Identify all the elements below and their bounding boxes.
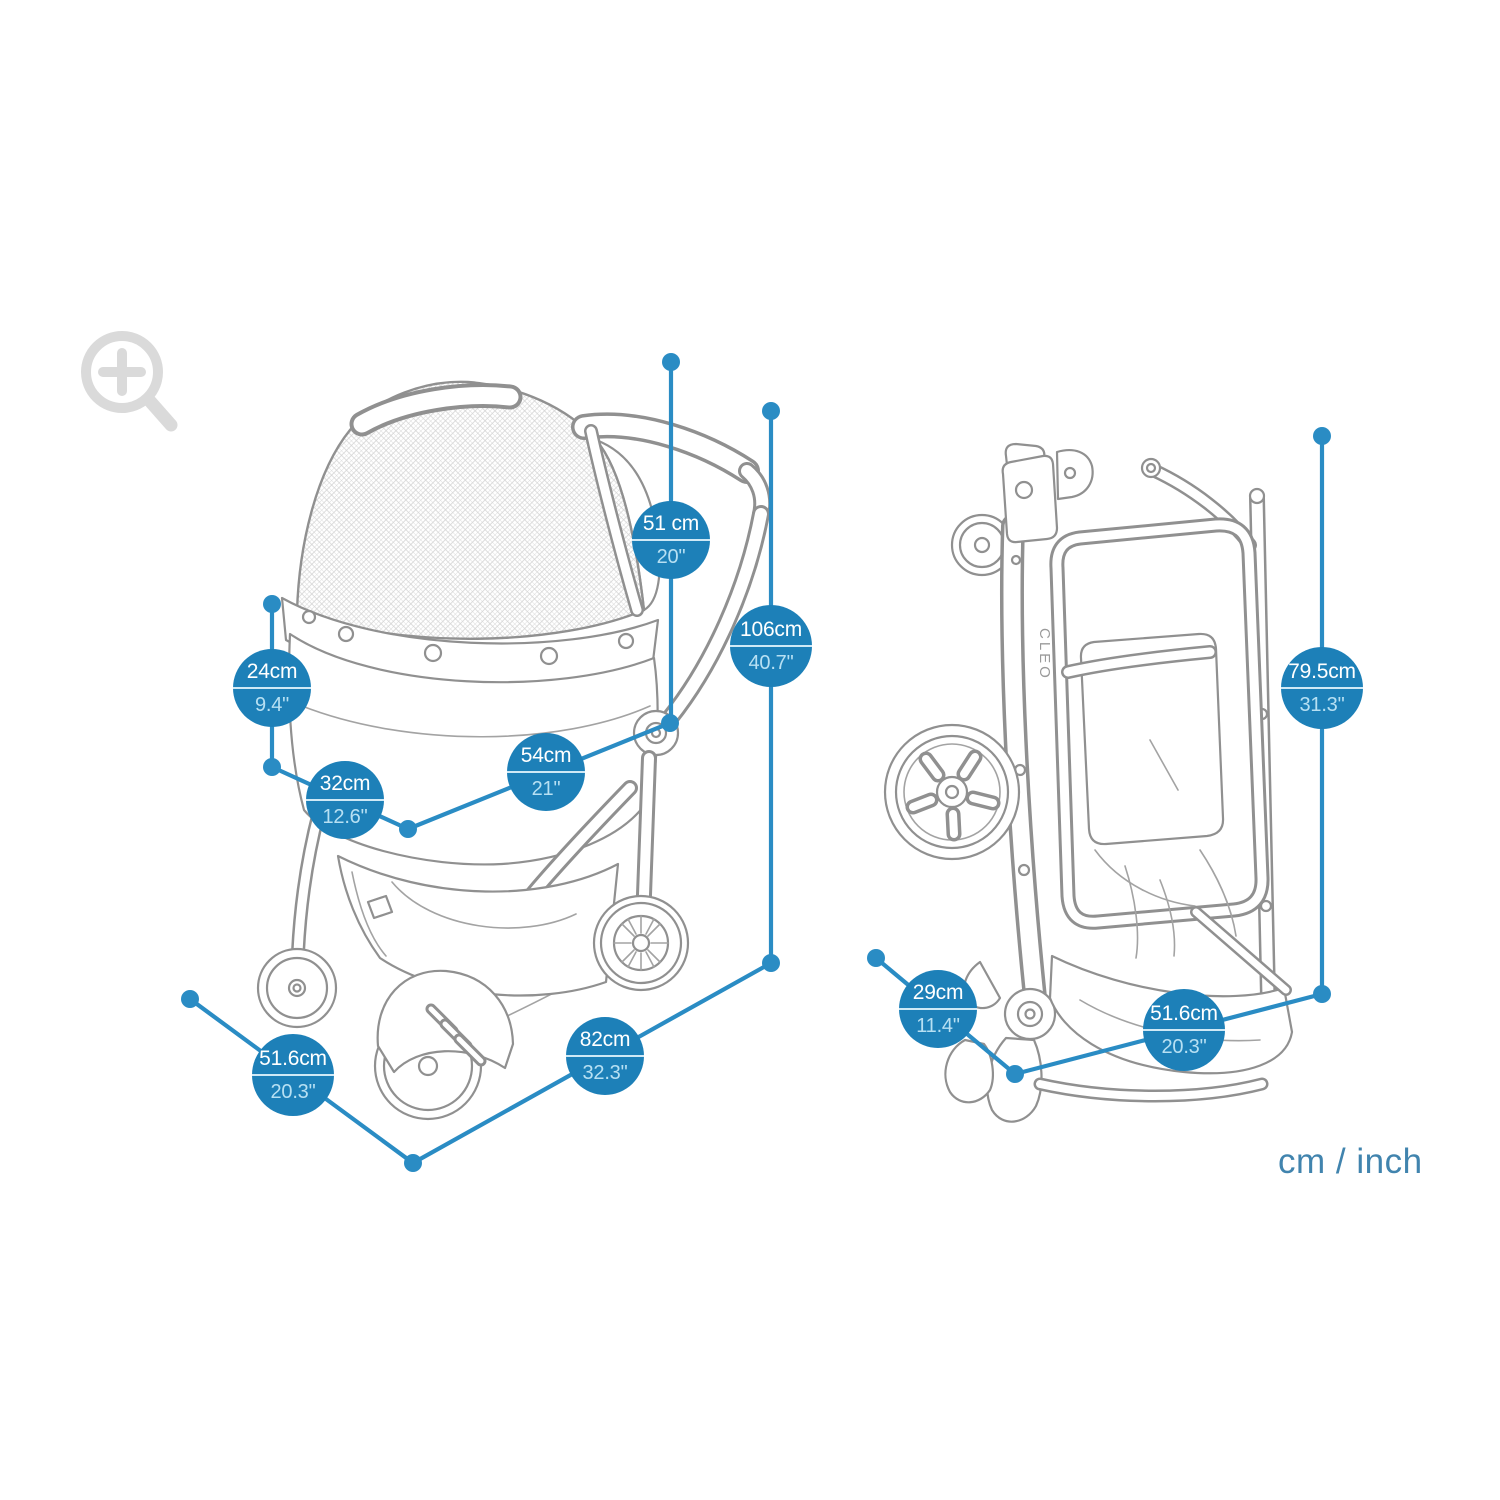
dimension-badge-carrycot-height: 51 cm 20" (632, 501, 710, 579)
badge-cm-value: 51.6cm (259, 1047, 327, 1070)
badge-cm-value: 32cm (319, 772, 371, 795)
badge-inch-value: 32.3" (582, 1062, 628, 1084)
badge-inch-value: 11.4" (916, 1015, 960, 1037)
unit-legend: cm / inch (1278, 1142, 1423, 1181)
badge-cm-value: 51.6cm (1150, 1002, 1218, 1025)
badge-cm-value: 24cm (246, 660, 298, 683)
dimension-badge-base-width: 51.6cm 20.3" (252, 1034, 334, 1116)
badge-cm-value: 79.5cm (1288, 660, 1356, 683)
dimension-badge-carrycot-width: 32cm 12.6" (306, 761, 384, 839)
badge-cm-value: 82cm (579, 1028, 631, 1051)
badge-inch-value: 9.4" (254, 694, 290, 716)
badge-cm-value: 51 cm (642, 512, 700, 535)
badge-divider (566, 1054, 644, 1058)
badge-inch-value: 21" (531, 778, 561, 800)
dimension-badge-folded-height: 79.5cm 31.3" (1281, 647, 1363, 729)
dimension-badge-folded-depth: 29cm 11.4" (899, 970, 977, 1048)
badge-inch-value: 31.3" (1299, 694, 1345, 716)
badge-divider (252, 1073, 334, 1077)
fender-slots (425, 1003, 487, 1067)
badge-divider (507, 770, 585, 774)
badge-divider (233, 686, 311, 690)
brand-text: CLEO (1036, 628, 1053, 681)
badge-inch-value: 20.3" (1161, 1036, 1207, 1058)
measurement-dots (181, 353, 1331, 1172)
badge-cm-value: 29cm (912, 981, 964, 1004)
badge-inch-value: 40.7" (748, 652, 794, 674)
zoom-in-icon[interactable] (81, 331, 178, 432)
dimension-badge-overall-height: 106cm 40.7" (730, 605, 812, 687)
badge-inch-value: 20" (656, 546, 686, 568)
right-wheel-spokes (613, 915, 669, 971)
dimension-badge-folded-width: 51.6cm 20.3" (1143, 989, 1225, 1071)
badge-divider (730, 644, 812, 648)
badge-inch-value: 20.3" (270, 1081, 316, 1103)
badge-cm-value: 54cm (520, 744, 572, 767)
dimension-badge-base-length: 82cm 32.3" (566, 1017, 644, 1095)
badge-divider (899, 1007, 977, 1011)
badge-divider (1143, 1028, 1225, 1032)
badge-divider (632, 538, 710, 542)
big-wheel-spokes (905, 749, 1001, 842)
dimension-badge-carrycot-length: 54cm 21" (507, 733, 585, 811)
badge-inch-value: 12.6" (322, 806, 368, 828)
badge-divider (1281, 686, 1363, 690)
badge-cm-value: 106cm (739, 618, 803, 641)
badge-divider (306, 798, 384, 802)
dimension-badge-carrycot-depth: 24cm 9.4" (233, 649, 311, 727)
